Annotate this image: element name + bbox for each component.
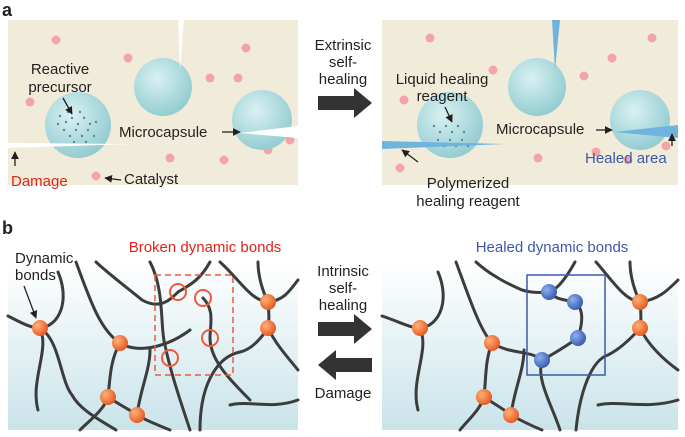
catalyst-pointer [104, 175, 122, 183]
microcapsule-shape [134, 58, 192, 116]
extrinsic-label-2: self- [329, 54, 357, 71]
microcapsule-shape-right-2 [610, 90, 670, 150]
healed-bonds-title: Healed dynamic bonds [476, 239, 629, 256]
microcapsule-shape-2 [232, 90, 292, 150]
dynamic-bonds-label-1: Dynamic [15, 250, 74, 267]
extrinsic-arrow [318, 88, 372, 118]
network-healed: Healed dynamic bonds [380, 239, 680, 432]
bond-node [476, 389, 492, 405]
network-broken: Dynamic bonds Broken dynamic bonds [6, 239, 300, 432]
bond-node [129, 407, 145, 423]
polymerized-pointer [401, 149, 419, 163]
crack-right [240, 126, 298, 138]
catalyst-dot [25, 97, 35, 107]
intrinsic-label-2: self- [329, 280, 357, 297]
bond-node [32, 320, 48, 336]
healed-bond-node [567, 294, 583, 310]
broken-bond [161, 349, 179, 367]
catalyst-dot [91, 171, 101, 181]
bond-node [632, 320, 648, 336]
reactive-precursor-label-1: Reactive [31, 61, 89, 78]
bond-node [484, 335, 500, 351]
broken-bonds-title: Broken dynamic bonds [129, 239, 282, 256]
panel-b-letter: b [2, 218, 13, 238]
catalyst-label: Catalyst [124, 171, 179, 188]
broken-bond [201, 329, 219, 347]
catalyst-dot [123, 53, 133, 63]
liquid-reagent-label-1: Liquid healing [396, 71, 489, 88]
extrinsic-label-3: healing [319, 71, 367, 88]
panel-a-after-healing: Liquid healing reagent Microcapsule Heal… [382, 20, 678, 210]
catalyst-dots-right [395, 33, 671, 173]
network-bg-right [382, 262, 678, 430]
healed-bond-node [541, 284, 557, 300]
healed-crack-right [614, 125, 678, 138]
liquid-reagent-label-2: reagent [417, 88, 469, 105]
broken-bond [194, 289, 212, 307]
bond-node [112, 335, 128, 351]
extrinsic-label-1: Extrinsic [315, 37, 372, 54]
bond-node [260, 320, 276, 336]
crack-top [178, 20, 184, 70]
bond-node [503, 407, 519, 423]
catalyst-dots [25, 35, 295, 181]
catalyst-dot [241, 43, 251, 53]
catalyst-dot [233, 73, 243, 83]
polymerized-label-2: healing reagent [416, 193, 520, 210]
bond-node [412, 320, 428, 336]
panel-a-letter: a [2, 0, 13, 20]
healed-crack-left [382, 141, 505, 149]
extrinsic-arrow-group: Extrinsic self- healing [315, 37, 372, 118]
dynamic-bonds-label-2: bonds [15, 267, 56, 284]
empty-capsule-shape [417, 92, 483, 158]
healed-region-box [526, 274, 606, 376]
healed-bond-node [570, 330, 586, 346]
catalyst-dot [165, 153, 175, 163]
microcapsule-label-right: Microcapsule [496, 121, 584, 138]
intrinsic-label-3: healing [319, 297, 367, 314]
precursor-pointer [62, 97, 73, 115]
polymerized-label-1: Polymerized [427, 175, 510, 192]
panel-a-before-damage: Reactive precursor Microcapsule Damage C… [8, 20, 298, 190]
broken-bond-markers [161, 283, 219, 367]
catalyst-dot [219, 155, 229, 165]
damage-label: Damage [11, 173, 68, 190]
catalyst-dot [51, 35, 61, 45]
damage-arrow-label: Damage [315, 385, 372, 402]
bond-node [632, 294, 648, 310]
reactive-precursor-label-2: precursor [28, 79, 91, 96]
healed-crack-top [552, 20, 560, 70]
healed-area-label: Healed area [585, 150, 667, 167]
catalyst-dot [205, 73, 215, 83]
intrinsic-arrows: Intrinsic self- healing Damage [315, 263, 372, 402]
healed-bond-node [534, 352, 550, 368]
liquid-reagent-pointer [444, 106, 453, 123]
bond-node [260, 294, 276, 310]
catalyst-dot [285, 135, 295, 145]
crack-left [8, 143, 130, 148]
dynamic-bonds-pointer [23, 285, 38, 319]
broken-bond [169, 283, 187, 301]
heal-arrow [318, 314, 372, 344]
intrinsic-label-1: Intrinsic [317, 263, 369, 280]
microcapsule-label: Microcapsule [119, 124, 207, 141]
bond-node [100, 389, 116, 405]
damage-arrow [318, 350, 372, 380]
broken-region-box [154, 274, 234, 376]
microcapsule-shape-right [508, 58, 566, 116]
